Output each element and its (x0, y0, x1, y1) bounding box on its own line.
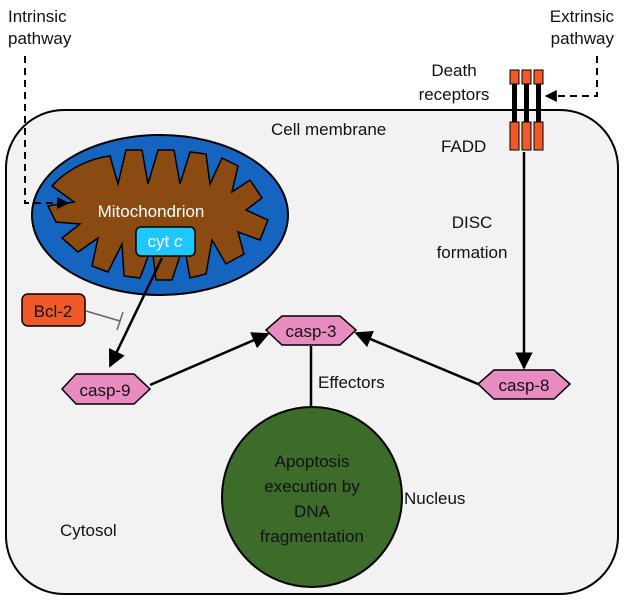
disc-label-line2: formation (437, 243, 508, 262)
fadd-block-2 (521, 121, 532, 151)
casp3-hexagon (264, 315, 358, 346)
receptor-stem-3 (536, 84, 541, 122)
cytosol-label: Cytosol (60, 521, 117, 540)
casp9-label: casp-9 (79, 381, 130, 400)
disc-label-line1: DISC (452, 213, 493, 232)
cyt-to-casp9-arrow (108, 257, 164, 368)
receptor-stem-1 (512, 84, 517, 122)
cyt-c-label: cyt c (148, 232, 183, 251)
intrinsic-pathway-arrow (24, 56, 70, 209)
cyt-c-italic: c (174, 232, 183, 251)
receptor-top-2 (521, 69, 532, 85)
bcl2-box (21, 293, 86, 327)
death-receptors-line1: Death (431, 61, 476, 80)
extrinsic-pathway-arrow (544, 56, 598, 102)
casp3-label: casp-3 (285, 322, 336, 341)
mitochondrion-label: Mitochondrion (98, 202, 205, 221)
nucleus-shape (221, 406, 403, 588)
apoptosis-line3: DNA (294, 502, 331, 521)
mitochondrion (31, 134, 289, 296)
fadd-block-1 (509, 121, 520, 151)
mitochondrion-cristae (46, 149, 269, 281)
fadd-label: FADD (441, 137, 486, 156)
extrinsic-label-line2: pathway (551, 29, 615, 48)
cyt-text: cyt (148, 232, 170, 251)
receptor-top-3 (533, 69, 544, 85)
extrinsic-label-line1: Extrinsic (550, 7, 615, 26)
casp8-to-casp3-arrow (354, 331, 479, 386)
nucleus-label: Nucleus (404, 489, 465, 508)
cell-membrane-label: Cell membrane (271, 120, 386, 139)
intrinsic-label-line1: Intrinsic (8, 7, 67, 26)
receptor-top-1 (509, 69, 520, 85)
fadd-block-3 (533, 121, 544, 151)
casp8-label: casp-8 (498, 376, 549, 395)
casp9-to-casp3-arrow (149, 332, 270, 387)
casp9-hexagon (60, 373, 152, 405)
bcl2-inhibition-bar (116, 311, 124, 331)
apoptosis-line4: fragmentation (260, 527, 364, 546)
bcl2-inhibition-line (85, 310, 121, 322)
intrinsic-label-line2: pathway (8, 29, 72, 48)
effectors-label: Effectors (318, 373, 385, 392)
receptor-stem-2 (524, 84, 529, 122)
apoptosis-line1: Apoptosis (275, 452, 350, 471)
apoptosis-line2: execution by (264, 477, 360, 496)
death-receptors-line2: receptors (419, 85, 490, 104)
cyt-c-box (135, 226, 196, 257)
bcl2-label: Bcl-2 (34, 302, 73, 321)
casp8-hexagon (476, 369, 572, 400)
death-receptor-complex (509, 69, 544, 151)
